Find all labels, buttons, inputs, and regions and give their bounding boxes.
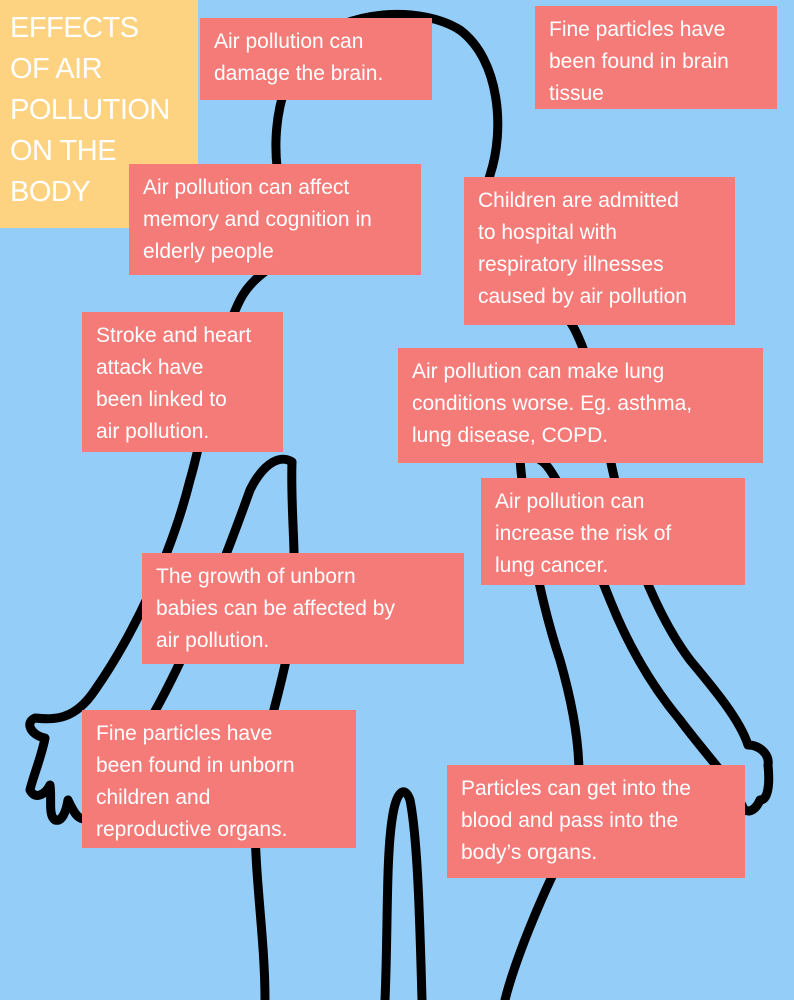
fact-memory-cognition: Air pollution can affect memory and cogn… <box>129 164 421 275</box>
fact-text-line: Air pollution can <box>495 490 645 513</box>
fact-text-line: body’s organs. <box>461 841 598 864</box>
fact-text-line: been found in unborn <box>96 754 295 777</box>
fact-text-line: Stroke and heart <box>96 324 252 347</box>
fact-text-line: to hospital with <box>478 221 617 244</box>
fact-unborn-particles: Fine particles have been found in unborn… <box>82 710 356 848</box>
fact-text-line: children and <box>96 786 211 809</box>
fact-text-line: Air pollution can affect <box>143 176 350 199</box>
title-line: POLLUTION <box>10 94 170 126</box>
fact-text-line: Air pollution can make lung <box>412 360 665 383</box>
fact-text-line: been linked to <box>96 388 227 411</box>
fact-text-line: air pollution. <box>96 420 210 443</box>
title-panel: EFFECTS OF AIR POLLUTION ON THE BODY <box>0 0 198 228</box>
fact-brain-tissue: Fine particles have been found in brain … <box>535 6 777 109</box>
fact-text-line: increase the risk of <box>495 522 672 545</box>
fact-unborn-growth: The growth of unborn babies can be affec… <box>142 553 464 664</box>
fact-text-line: lung disease, COPD. <box>412 424 609 447</box>
title-line: EFFECTS <box>10 12 139 44</box>
fact-text-line: Children are admitted <box>478 189 679 212</box>
fact-text-line: respiratory illnesses <box>478 253 664 276</box>
fact-children-hospital: Children are admitted to hospital with r… <box>464 177 735 325</box>
fact-text-line: Fine particles have <box>96 722 273 745</box>
fact-lung-cancer: Air pollution can increase the risk of l… <box>481 478 745 585</box>
fact-text-line: reproductive organs. <box>96 818 288 841</box>
title-line: OF AIR <box>10 53 103 85</box>
fact-text-line: lung cancer. <box>495 554 609 577</box>
fact-text-line: memory and cognition in <box>143 208 372 231</box>
fact-brain-damage: Air pollution can damage the brain. <box>200 18 432 100</box>
fact-text-line: elderly people <box>143 240 274 263</box>
fact-text-line: damage the brain. <box>214 62 384 85</box>
fact-text-line: tissue <box>549 82 604 105</box>
title-line: BODY <box>10 176 91 208</box>
title-line: ON THE <box>10 135 117 167</box>
fact-stroke-heart: Stroke and heart attack have been linked… <box>82 312 283 452</box>
fact-text-line: air pollution. <box>156 629 270 652</box>
fact-text-line: caused by air pollution <box>478 285 687 308</box>
fact-text-line: The growth of unborn <box>156 565 356 588</box>
fact-lung-conditions: Air pollution can make lung conditions w… <box>398 348 763 463</box>
fact-text-line: conditions worse. Eg. asthma, <box>412 392 693 415</box>
fact-text-line: been found in brain <box>549 50 729 73</box>
fact-text-line: Air pollution can <box>214 30 364 53</box>
fact-blood-organs: Particles can get into the blood and pas… <box>447 765 745 878</box>
fact-text-line: blood and pass into the <box>461 809 679 832</box>
fact-text-line: attack have <box>96 356 204 379</box>
fact-text-line: babies can be affected by <box>156 597 395 620</box>
fact-text-line: Fine particles have <box>549 18 726 41</box>
fact-text-line: Particles can get into the <box>461 777 691 800</box>
